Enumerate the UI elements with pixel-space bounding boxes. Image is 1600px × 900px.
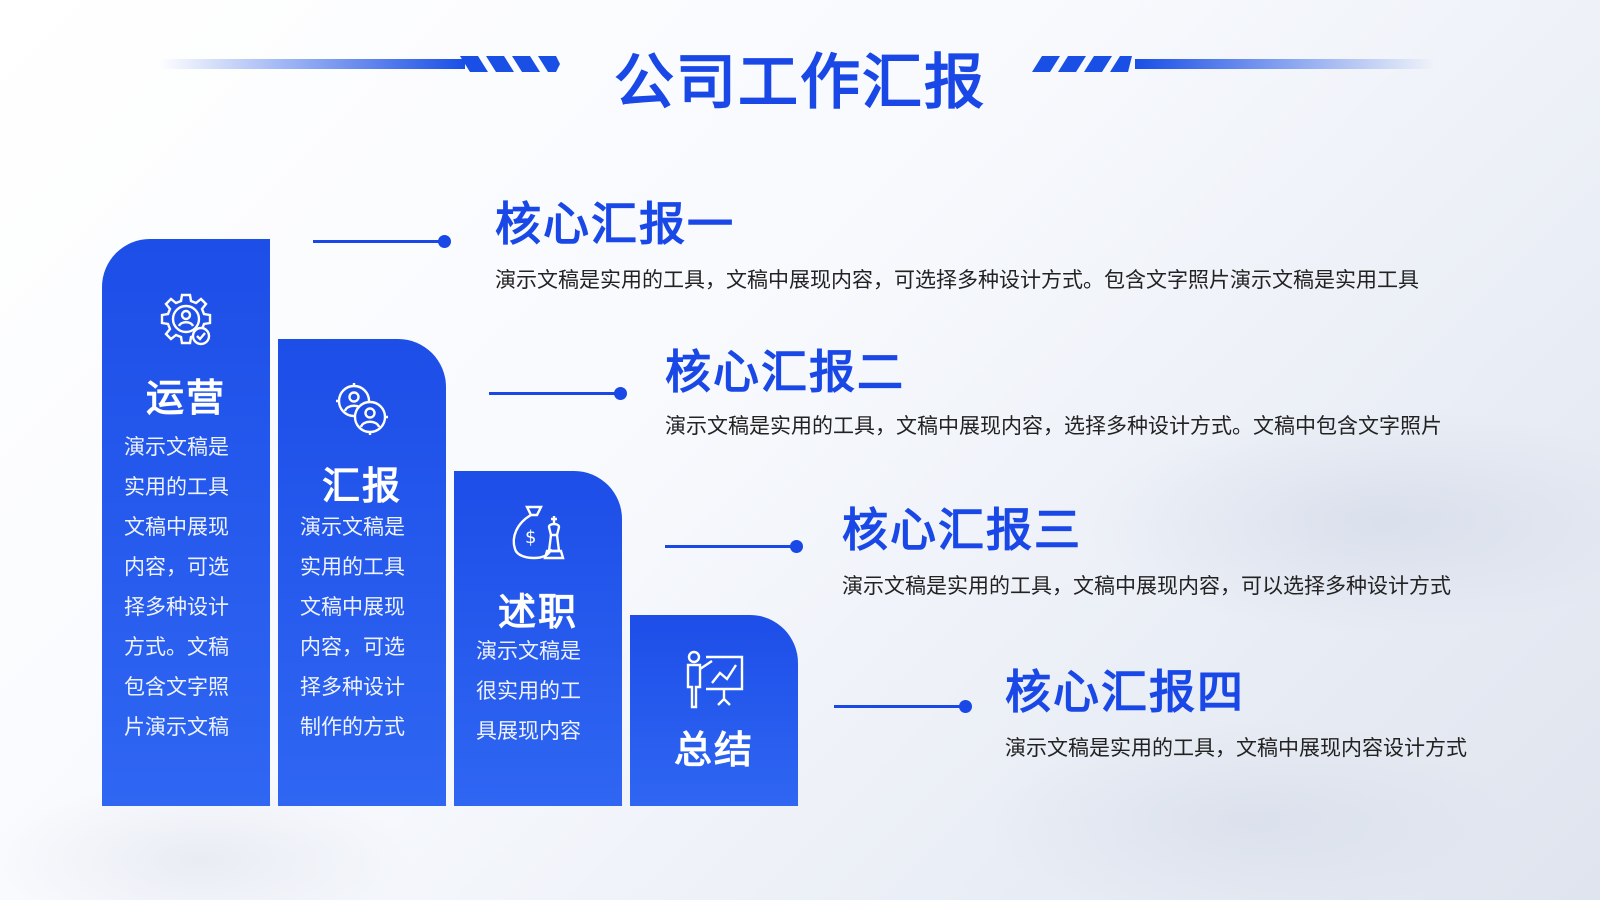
card-summary: 总结 (630, 615, 798, 806)
connector-dot (438, 235, 451, 248)
card-body-line: 制作的方式 (300, 715, 405, 739)
card-body-line: 演示文稿是 (476, 639, 581, 663)
card-body-line: 文稿中展现 (300, 595, 405, 619)
card-body-line: 实用的工具 (124, 475, 229, 499)
title-decor-stripes-left (460, 56, 560, 72)
card-body-line: 文稿中展现 (124, 515, 229, 539)
item-desc-3: 演示文稿是实用的工具，文稿中展现内容，可以选择多种设计方式 (842, 574, 1451, 598)
card-body-line: 实用的工具 (300, 555, 405, 579)
card-body-line: 包含文字照 (124, 675, 229, 699)
connector-line-2 (489, 387, 627, 400)
card-body-line: 内容，可选 (124, 555, 229, 579)
card-body-line: 演示文稿是 (300, 515, 405, 539)
card-body-line: 择多种设计 (124, 595, 229, 619)
item-title-2: 核心汇报二 (665, 345, 905, 399)
card-duty-report: $ 述职 演示文稿是 很实用的工 具展现内容 (454, 471, 622, 806)
svg-text:$: $ (525, 527, 536, 548)
card-label: 述职 (497, 590, 578, 634)
card-report: 汇报 演示文稿是 实用的工具 文稿中展现 内容，可选 择多种设计 制作的方式 (278, 339, 446, 806)
connector-line-3 (665, 540, 803, 553)
item-desc-1: 演示文稿是实用的工具，文稿中展现内容，可选择多种设计方式。包含文字照片演示文稿是… (495, 268, 1419, 292)
card-label: 运营 (145, 376, 226, 420)
card-label: 汇报 (321, 464, 402, 508)
connector-line-4 (834, 700, 972, 713)
card-body-line: 内容，可选 (300, 635, 405, 659)
card-operations: 运营 演示文稿是 实用的工具 文稿中展现 内容，可选 择多种设计 方式。文稿 包… (102, 239, 270, 806)
connector-line-1 (313, 235, 451, 248)
gear-user-check-icon (160, 293, 212, 346)
title-decor-bar-right (1135, 59, 1435, 69)
connector-dot (959, 700, 972, 713)
card-body-line: 演示文稿是 (124, 435, 229, 459)
card-body-line: 很实用的工 (476, 679, 581, 703)
presentation-chart-icon (686, 650, 744, 709)
connector-dot (790, 540, 803, 553)
card-body-line: 方式。文稿 (124, 635, 229, 659)
title-decor-stripes-right (1032, 56, 1132, 72)
card-body: 演示文稿是 实用的工具 文稿中展现 内容，可选 择多种设计 方式。文稿 包含文字… (124, 427, 248, 747)
money-bag-chess-icon: $ (512, 505, 565, 560)
card-body-line: 具展现内容 (476, 719, 581, 743)
item-title-3: 核心汇报三 (842, 503, 1082, 557)
item-desc-2: 演示文稿是实用的工具，文稿中展现内容，选择多种设计方式。文稿中包含文字照片 (665, 414, 1442, 438)
card-body: 演示文稿是 实用的工具 文稿中展现 内容，可选 择多种设计 制作的方式 (300, 507, 424, 747)
page-title: 公司工作汇报 (614, 48, 986, 118)
title-decor-bar-left (160, 59, 465, 69)
card-body-line: 片演示文稿 (124, 715, 229, 739)
item-title-4: 核心汇报四 (1005, 665, 1245, 719)
item-title-1: 核心汇报一 (495, 197, 735, 251)
header: 公司工作汇报 (0, 28, 1600, 118)
connector-dot (614, 387, 627, 400)
card-body: 演示文稿是 很实用的工 具展现内容 (476, 631, 600, 751)
card-body-line: 择多种设计 (300, 675, 405, 699)
item-desc-4: 演示文稿是实用的工具，文稿中展现内容设计方式 (1005, 736, 1467, 760)
card-label: 总结 (673, 728, 754, 772)
user-group-icon (336, 383, 388, 435)
